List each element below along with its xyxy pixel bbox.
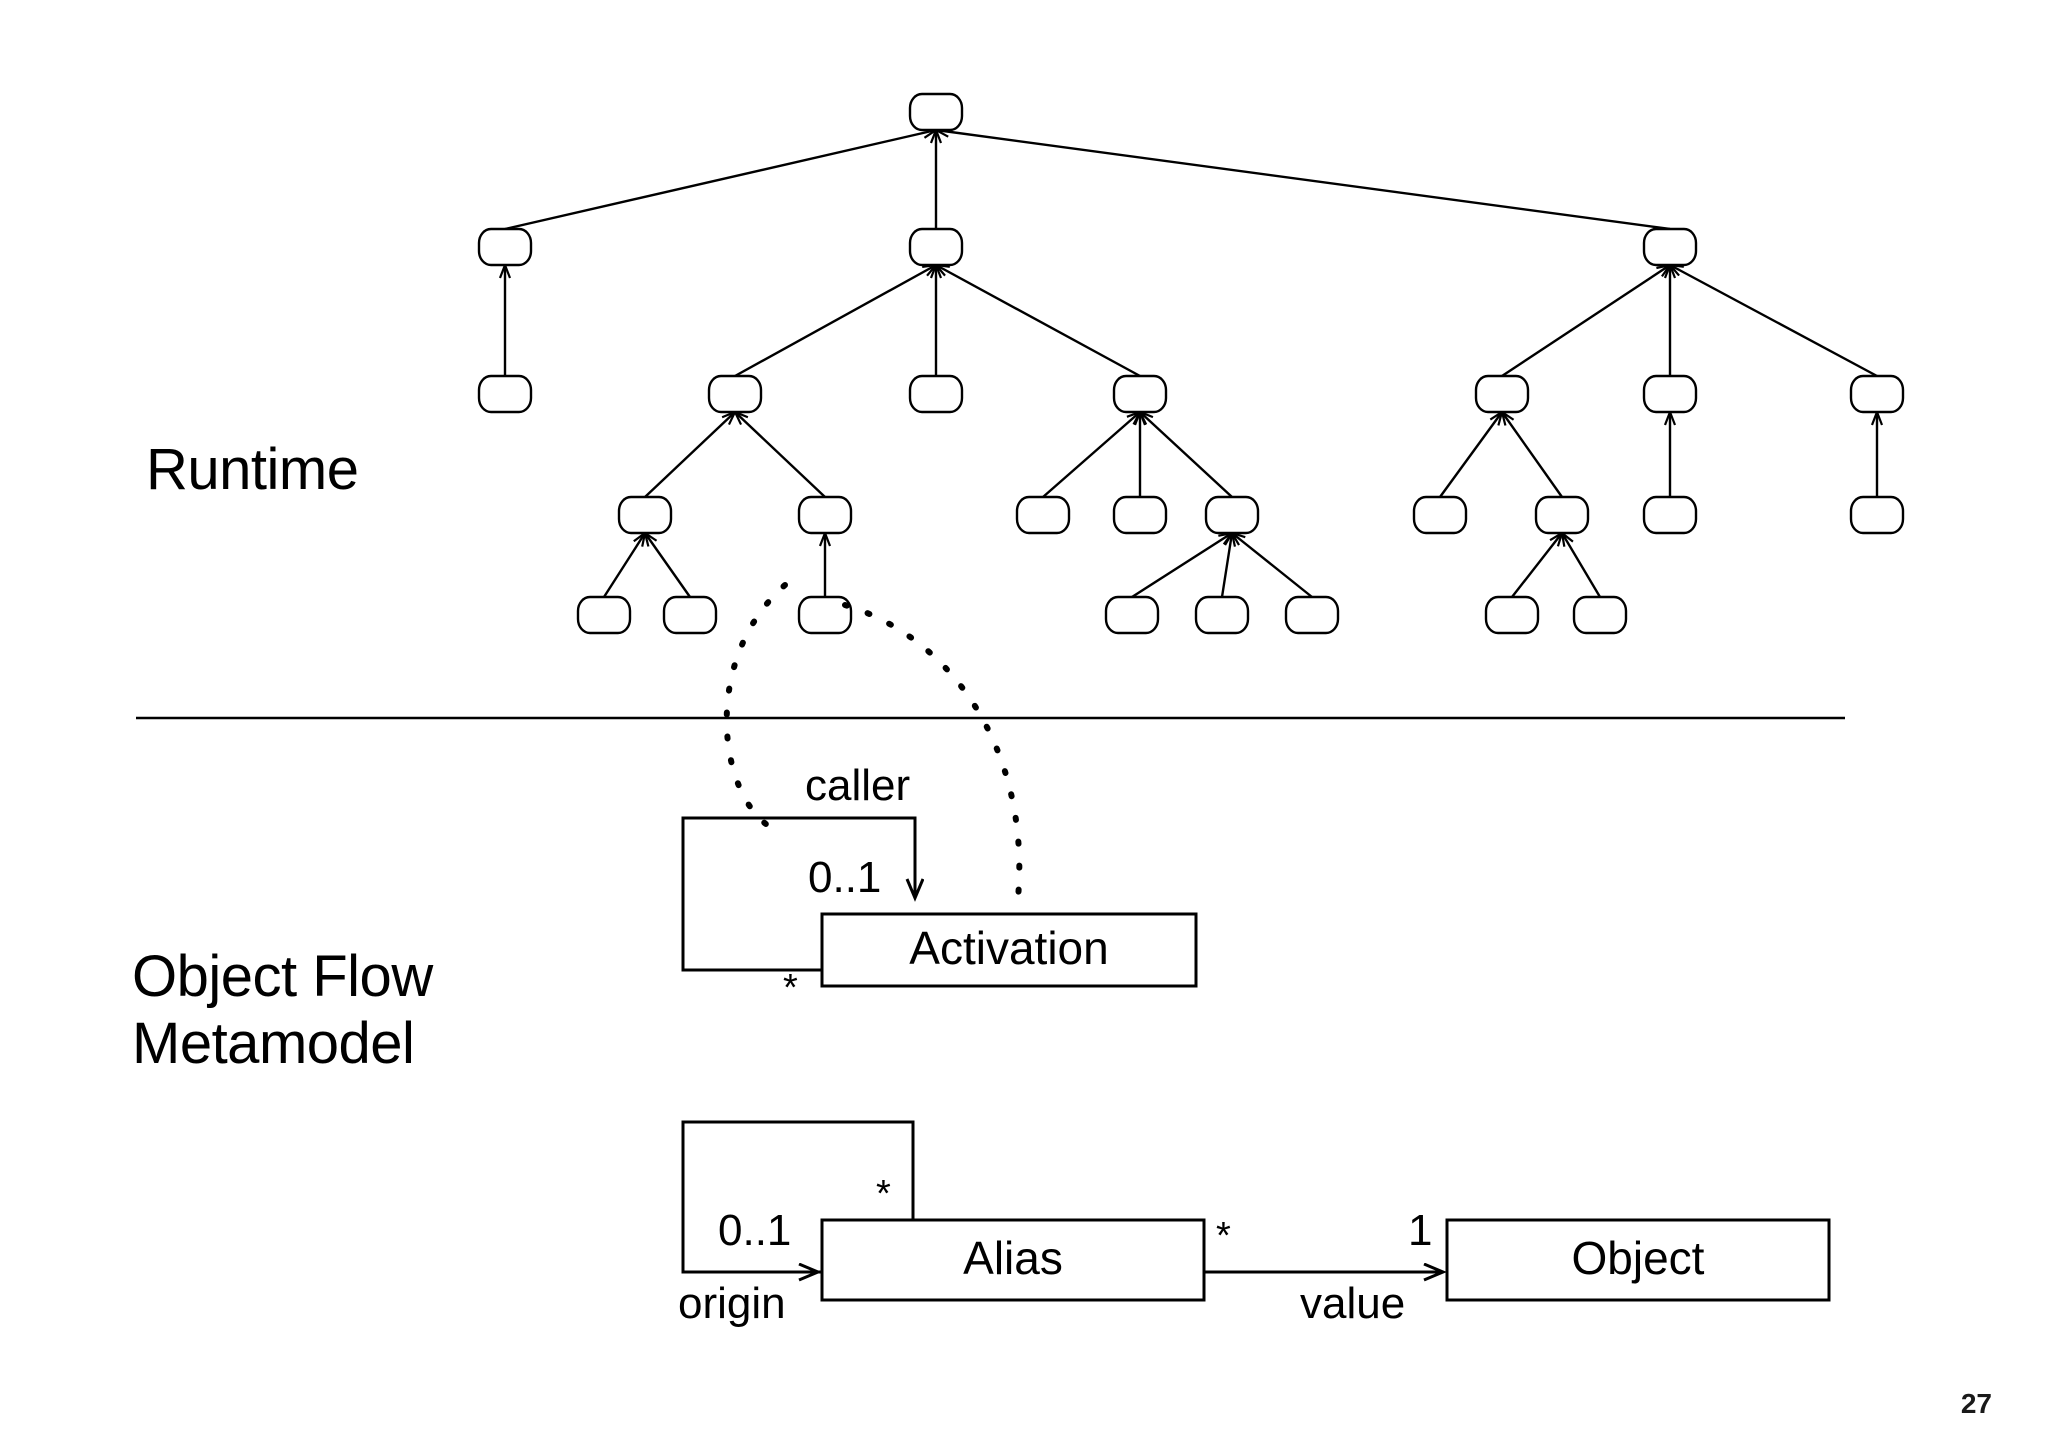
value-association-label: value [1300,1279,1405,1328]
tree-edge [1502,412,1563,498]
runtime-object-node[interactable] [1104,595,1160,635]
runtime-object-node[interactable] [1642,374,1698,414]
runtime-object-node[interactable] [1572,595,1628,635]
tree-edge [1042,412,1140,498]
origin-target-multiplicity: 0..1 [718,1206,791,1255]
runtime-object-node[interactable] [1112,495,1168,535]
runtime-object-node[interactable] [1015,495,1071,535]
runtime-object-node[interactable] [1642,495,1698,535]
runtime-object-node[interactable] [908,374,964,414]
value-source-multiplicity: * [1216,1215,1231,1257]
tree-edge [644,412,735,498]
alias-class-group: Alias 0..1 * origin * 1 value [678,1120,1443,1328]
runtime-object-node[interactable] [797,495,853,535]
tree-edge [1670,265,1878,378]
runtime-object-node[interactable] [1204,495,1260,535]
tree-edge [734,265,936,378]
tree-edge [1131,533,1232,599]
caller-association-line [681,816,915,972]
trace-link-left [723,582,788,833]
tree-edge [1140,412,1233,498]
origin-source-multiplicity: * [876,1173,891,1215]
trace-link-right [842,602,1023,901]
runtime-object-node[interactable] [908,227,964,267]
caller-target-multiplicity: 0..1 [808,853,881,902]
tree-edge [504,130,936,231]
tree-edge [936,130,1671,231]
runtime-object-node[interactable] [1484,595,1540,635]
tree-edge [735,412,826,498]
value-target-multiplicity: 1 [1408,1206,1432,1255]
runtime-object-node[interactable] [1849,374,1905,414]
object-class-name: Object [1572,1232,1705,1284]
tree-edge [1511,533,1562,598]
alias-class-box[interactable] [820,1218,1206,1302]
caller-source-multiplicity: * [783,967,798,1009]
runtime-object-node[interactable] [1642,227,1698,267]
runtime-object-node[interactable] [662,595,718,635]
runtime-section-label: Runtime [146,437,359,502]
alias-class-name: Alias [963,1232,1063,1284]
runtime-object-node[interactable] [1474,374,1530,414]
runtime-object-node[interactable] [477,227,533,267]
tree-edge [1220,533,1232,598]
runtime-object-node[interactable] [1412,495,1468,535]
object-class-group: Object [1445,1218,1831,1302]
page-number: 27 [1960,1388,1992,1419]
caller-association-label: caller [805,761,910,810]
runtime-object-node[interactable] [707,374,763,414]
runtime-object-node[interactable] [1534,495,1590,535]
tree-edge [1439,412,1502,498]
tree-edge [1232,533,1313,598]
runtime-object-node[interactable] [797,595,853,635]
tree-edge [602,533,645,598]
runtime-object-node[interactable] [908,92,964,132]
runtime-object-node[interactable] [1194,595,1250,635]
tree-edge [1562,533,1602,598]
activation-class-group: Activation caller 0..1 * [681,761,1198,1009]
runtime-tree-edges [504,130,1878,599]
runtime-object-node[interactable] [1112,374,1168,414]
activation-class-name: Activation [909,922,1108,974]
runtime-object-node[interactable] [477,374,533,414]
tree-edge [1501,265,1670,378]
tree-edge [936,265,1141,378]
tree-edge [645,533,691,598]
activation-class-box[interactable] [820,912,1198,988]
object-class-box[interactable] [1445,1218,1831,1302]
origin-association-label: origin [678,1279,786,1328]
runtime-object-node[interactable] [1284,595,1340,635]
runtime-object-node[interactable] [576,595,632,635]
runtime-object-node[interactable] [617,495,673,535]
runtime-object-node[interactable] [1849,495,1905,535]
runtime-tree-nodes [477,92,1905,635]
